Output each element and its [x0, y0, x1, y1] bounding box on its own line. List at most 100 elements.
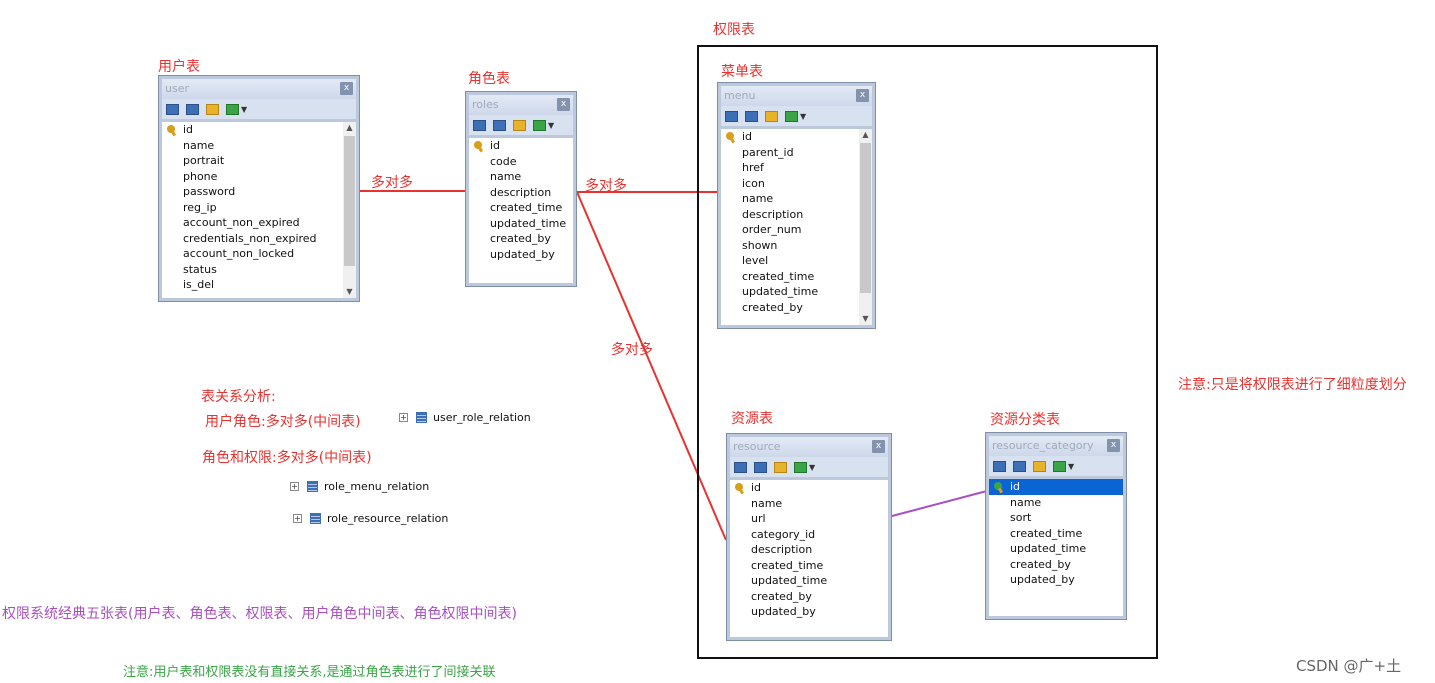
field-row[interactable]: name [183, 138, 215, 152]
table-edit-icon[interactable] [1013, 460, 1026, 472]
field-row[interactable]: updated_by [1010, 573, 1075, 586]
field-row[interactable]: id [469, 138, 573, 154]
field-row[interactable]: level [742, 254, 769, 267]
field-row[interactable]: code [490, 154, 517, 168]
table-view-icon[interactable] [166, 103, 179, 115]
field-row[interactable]: name [1010, 495, 1042, 509]
field-row[interactable]: account_non_expired [183, 216, 300, 229]
chevron-down-icon[interactable]: ▼ [862, 314, 869, 323]
chevron-up-icon[interactable]: ▲ [862, 130, 869, 139]
field-row[interactable]: sort [1010, 511, 1032, 524]
field-row[interactable]: created_time [742, 269, 815, 283]
field-row[interactable]: icon [742, 176, 765, 190]
field-row[interactable]: created_time [490, 201, 563, 214]
field-row[interactable]: created_by [1010, 557, 1071, 571]
relation-item-user-role[interactable]: + user_role_relation [399, 411, 531, 424]
expand-icon[interactable]: + [399, 413, 408, 422]
field-row[interactable]: name [742, 192, 774, 205]
field-row[interactable]: created_time [751, 558, 824, 572]
field-row[interactable]: created_time [1010, 526, 1083, 540]
field-row[interactable]: created_by [742, 300, 803, 314]
table-edit-icon[interactable] [754, 461, 767, 473]
field-row[interactable]: description [742, 207, 804, 221]
table-view-icon[interactable] [993, 460, 1006, 472]
field-row[interactable]: shown [742, 238, 778, 252]
export-icon[interactable] [785, 110, 798, 122]
field-row[interactable]: created_by [751, 589, 812, 603]
chevron-up-icon[interactable]: ▲ [346, 123, 353, 132]
field-row[interactable]: updated_by [490, 247, 555, 261]
chevron-down-icon[interactable]: ▼ [809, 462, 816, 472]
chevron-down-icon[interactable]: ▼ [800, 111, 807, 121]
field-row[interactable]: updated_by [751, 605, 816, 618]
export-icon[interactable] [533, 119, 546, 131]
field-row[interactable]: description [490, 185, 552, 199]
field-row[interactable]: account_non_locked [183, 247, 295, 260]
field-row[interactable]: category_id [751, 527, 816, 541]
table-view-icon[interactable] [473, 119, 486, 131]
expand-icon[interactable]: + [293, 514, 302, 523]
field-row[interactable]: name [490, 170, 522, 183]
chevron-down-icon[interactable]: ▼ [1068, 461, 1075, 471]
table-view-icon[interactable] [725, 110, 738, 122]
key-table-icon[interactable] [1033, 460, 1046, 472]
field-row[interactable]: credentials_non_expired [183, 231, 317, 245]
field-row[interactable]: reg_ip [183, 200, 217, 214]
scrollbar[interactable]: ▲▼ [859, 129, 872, 325]
scrollbar[interactable]: ▲▼ [343, 122, 356, 298]
field-row[interactable]: name [751, 496, 783, 510]
relation-item-role-resource[interactable]: + role_resource_relation [293, 512, 448, 525]
field-row[interactable]: password [183, 185, 236, 198]
field-row[interactable]: phone [183, 169, 218, 183]
field-row[interactable]: id [162, 122, 356, 138]
field-row[interactable]: updated_time [742, 285, 819, 298]
table-edit-icon[interactable] [745, 110, 758, 122]
field-row[interactable]: updated_time [751, 574, 828, 587]
field-row[interactable]: portrait [183, 154, 225, 167]
chevron-down-icon[interactable]: ▼ [241, 104, 248, 114]
chevron-down-icon[interactable]: ▼ [346, 287, 353, 296]
field-row[interactable]: id [730, 480, 888, 496]
key-table-icon[interactable] [765, 110, 778, 122]
export-icon[interactable] [794, 461, 807, 473]
close-icon[interactable]: x [557, 98, 570, 111]
field-row[interactable]: updated_time [1010, 542, 1087, 555]
field-row[interactable]: status [183, 262, 217, 276]
field-row[interactable]: updated_time [490, 216, 567, 230]
field-list[interactable]: id name portrait phone password reg_ip a… [162, 122, 356, 298]
chevron-down-icon[interactable]: ▼ [548, 120, 555, 130]
expand-icon[interactable]: + [290, 482, 299, 491]
key-table-icon[interactable] [774, 461, 787, 473]
field-list[interactable]: id code name description created_time up… [469, 138, 573, 283]
field-list[interactable]: id name url category_id description crea… [730, 480, 888, 637]
field-row-selected[interactable]: id [989, 479, 1123, 495]
relation-item-role-menu[interactable]: + role_menu_relation [290, 480, 429, 493]
close-icon[interactable]: x [340, 82, 353, 95]
export-icon[interactable] [226, 103, 239, 115]
field-row[interactable]: url [751, 512, 766, 525]
close-icon[interactable]: x [872, 440, 885, 453]
table-view-icon[interactable] [734, 461, 747, 473]
export-icon[interactable] [1053, 460, 1066, 472]
field-row[interactable]: created_by [490, 232, 551, 245]
close-icon[interactable]: x [1107, 439, 1120, 452]
field-list[interactable]: id name sort created_time updated_time c… [989, 479, 1123, 616]
field-row[interactable]: description [751, 543, 813, 556]
close-icon[interactable]: x [856, 89, 869, 102]
field-row[interactable]: order_num [742, 223, 802, 236]
key-table-icon[interactable] [513, 119, 526, 131]
key-table-icon[interactable] [206, 103, 219, 115]
field-row[interactable]: href [742, 161, 764, 174]
field-row[interactable]: is_del [183, 278, 215, 291]
field-list[interactable]: id parent_id href icon name description … [721, 129, 872, 325]
table-edit-icon[interactable] [186, 103, 199, 115]
